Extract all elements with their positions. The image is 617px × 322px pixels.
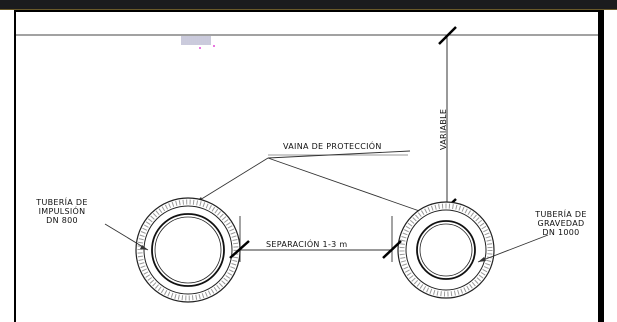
separation-label: SEPARACIÓN 1-3 m [266, 240, 348, 249]
casing-leader-left [194, 157, 269, 204]
right-pipe-label: TUBERÍA DE GRAVEDAD DN 1000 [527, 210, 595, 237]
sep-tick-left [229, 240, 250, 259]
left-border [14, 10, 16, 322]
right-pipe-label-line2: GRAVEDAD [537, 219, 585, 228]
left-pipe-label-line1: TUBERÍA DE [36, 198, 88, 207]
left-pipe [135, 197, 241, 303]
left-pipe-label-line3: DN 800 [46, 216, 78, 225]
dim-tick-top [438, 26, 457, 45]
variable-label: VARIABLE [439, 108, 448, 150]
right-pipe [397, 201, 495, 299]
casing-leader-right [267, 157, 429, 215]
left-pipe-label: TUBERÍA DE IMPULSIÓN DN 800 [30, 198, 94, 225]
left-pipe-label-line2: IMPULSIÓN [38, 207, 86, 216]
casing-label: VAINA DE PROTECCIÓN [283, 142, 382, 151]
top-dark-strip [0, 0, 617, 10]
right-border [598, 10, 604, 322]
right-pipe-label-line3: DN 1000 [542, 228, 580, 237]
sep-tick-right [382, 240, 402, 259]
ground-hatch [181, 36, 211, 45]
left-pipe-leader [104, 223, 149, 251]
right-pipe-leader [477, 234, 549, 263]
right-pipe-label-line1: TUBERÍA DE [535, 210, 587, 219]
